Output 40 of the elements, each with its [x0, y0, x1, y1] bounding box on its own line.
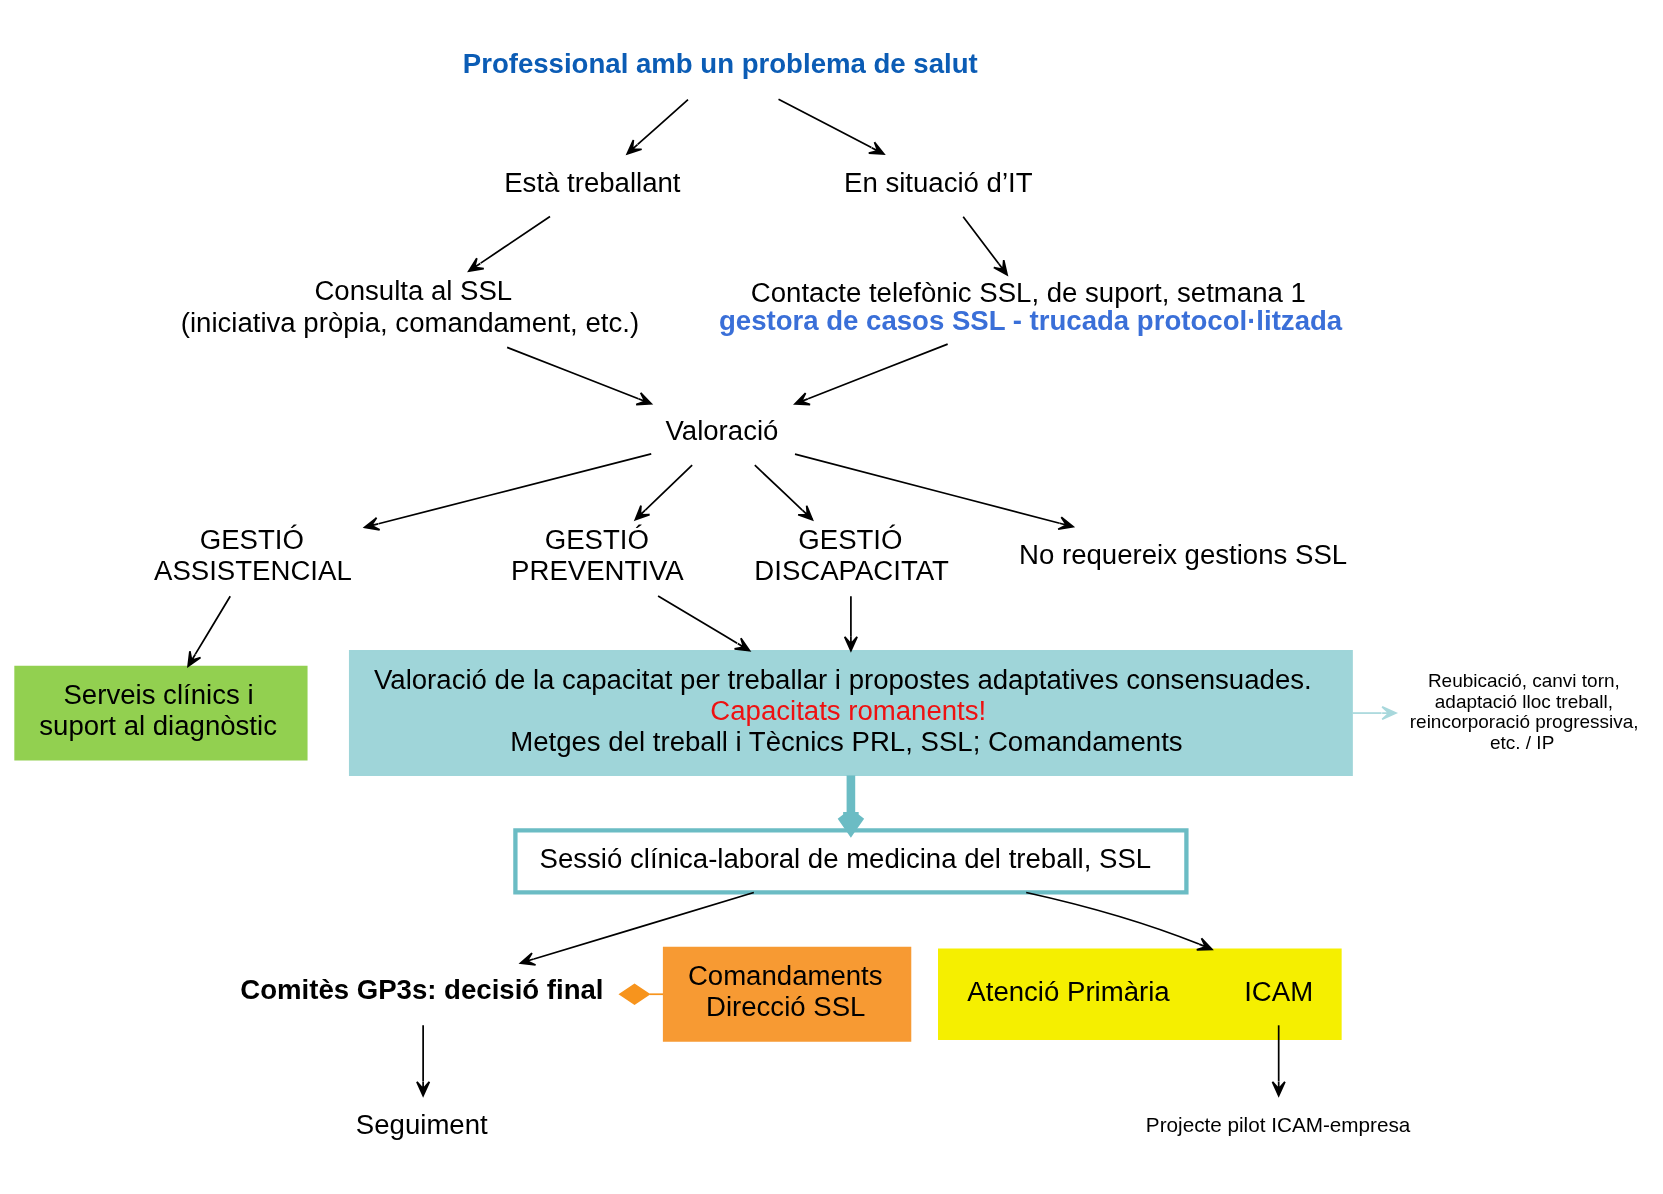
node-text: Contacte telefònic SSL, de suport, setmana 1 gestora de casos SSL - trucada protocol·litzada: [718, 276, 1343, 336]
arrow: [794, 342, 949, 405]
node-text: Atenció Primària: [967, 975, 1170, 1007]
arrow: [187, 594, 232, 667]
arrow: [467, 215, 551, 272]
connector: [618, 983, 664, 1005]
node-text: Professional amb un problema de salut: [462, 47, 978, 79]
node-text: GESTIÓ ASSISTENCIAL: [154, 523, 352, 586]
node-box: Valoració de la capacitat per treballar i propostes adaptatives consensuades. Capacitats romanents! Metges del treball i Tècnics PRL, SSL; Comandaments: [348, 649, 1353, 776]
arrow: [634, 463, 693, 521]
node-text: Valoració: [665, 414, 779, 446]
node-text: Reubicació, canvi torn, adaptació lloc treball, reincorporació progressiva, etc. / IP: [1409, 669, 1639, 753]
node-text: Projecte pilot ICAM-empresa: [1145, 1112, 1411, 1136]
node-text: GESTIÓ DISCAPACITAT: [754, 523, 949, 586]
node-box: Comandaments Direcció SSL: [662, 946, 912, 1042]
arrow: [519, 891, 755, 966]
node-text: Comitès GP3s: decisió final: [240, 973, 604, 1005]
arrow: [962, 215, 1008, 276]
arrow: [416, 1023, 431, 1096]
arrow: [794, 452, 1074, 530]
arrow: [753, 463, 814, 521]
arrow: [1025, 891, 1213, 951]
cluster: [938, 948, 1342, 1040]
node-box: Sessió clínica-laboral de medicina del treball, SSL: [513, 827, 1189, 895]
arrow: [657, 594, 751, 652]
node-text: No requereix gestions SSL: [1019, 538, 1348, 570]
arrow: [363, 452, 653, 531]
arrow: [777, 97, 885, 155]
arrow: [506, 346, 653, 405]
arrow: [626, 98, 689, 155]
node-text: Seguiment: [355, 1108, 488, 1140]
arrow: [843, 594, 858, 651]
node-text: Consulta al SSL (iniciativa pròpia, comandament, etc.): [180, 274, 640, 338]
node-text: GESTIÓ PREVENTIVA: [511, 523, 684, 586]
arrow: [1351, 705, 1397, 720]
arrow: [1271, 1023, 1286, 1096]
node-text: Està treballant: [504, 166, 681, 198]
node-text: ICAM: [1244, 975, 1314, 1007]
node-box: Serveis clínics i suport al diagnòstic: [14, 665, 308, 760]
node-text: En situació d’IT: [844, 166, 1033, 198]
